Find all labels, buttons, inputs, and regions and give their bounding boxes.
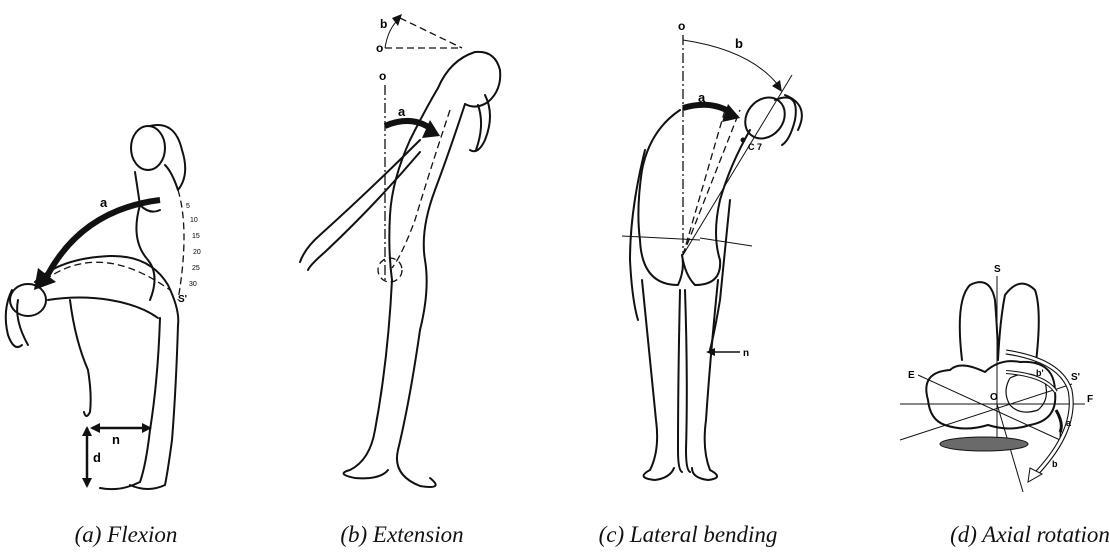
legs-outline (100, 318, 178, 489)
arc-arrow-b-prime (1006, 372, 1056, 392)
svg-text:20: 20 (193, 249, 201, 256)
spine-dashed (392, 110, 450, 268)
caption-extension: (b) Extension (340, 522, 463, 548)
label-o: o (678, 19, 685, 33)
label-n: n (112, 432, 120, 447)
label-c7: C 7 (748, 142, 762, 152)
svg-text:10: 10 (190, 217, 198, 224)
legs-outline (642, 280, 718, 480)
bent-back-outline (35, 256, 178, 325)
distance-d-arrowtail (82, 426, 92, 436)
axial-rotation-figure: S F S' E E' O b b' a (860, 0, 1110, 510)
angle-scale-ticks: 510 15 20 25 30 (186, 203, 201, 288)
panel-axial-rotation: S F S' E E' O b b' a (d) Axial rotation (860, 0, 1110, 558)
extended-back-outline (420, 104, 465, 330)
legs-top-view (960, 282, 1039, 362)
hanging-arm (70, 300, 91, 416)
legs-outline (344, 280, 436, 487)
extension-figure: o b o a (280, 0, 550, 510)
label-a: a (698, 90, 706, 105)
bent-head-outline (737, 90, 802, 147)
label-f: F (1087, 394, 1093, 405)
arc-arrow-a (1056, 410, 1061, 432)
arc-arrow-b (683, 40, 778, 85)
arc-arrow-a (683, 105, 730, 112)
svg-text:25: 25 (192, 265, 200, 272)
label-b: b (735, 36, 743, 51)
label-b: b (1052, 459, 1058, 469)
label-a: a (100, 195, 108, 210)
label-s1: S' (178, 294, 187, 305)
distance-d-arrowhead (82, 478, 92, 488)
angle-scale (178, 190, 184, 300)
hanging-head-outline (6, 284, 46, 347)
extended-head-outline (438, 52, 500, 151)
arc-arrow-a (45, 200, 160, 280)
label-d: d (93, 450, 101, 465)
head-angle-diagonal (400, 18, 462, 48)
caption-flexion: (a) Flexion (75, 522, 178, 548)
standing-torso-outline (136, 205, 154, 300)
svg-text:30: 30 (189, 281, 197, 288)
svg-text:15: 15 (192, 233, 200, 240)
label-b: b (380, 17, 387, 31)
arc-arrow-a (385, 121, 430, 128)
label-a: a (398, 104, 406, 119)
label-o: O (990, 392, 998, 403)
e-axis (918, 375, 1060, 440)
panel-lateral-bending: o b a C 7 n (c) (560, 0, 860, 558)
caption-axial-rotation: (d) Axial rotation (950, 522, 1110, 548)
dashed-axis-1 (683, 110, 740, 255)
label-s1: S' (1071, 372, 1080, 383)
label-b1: b' (1036, 368, 1044, 378)
arc-arrow-b-head (772, 80, 782, 92)
label-s: S (994, 264, 1001, 275)
label-o-lower: o (379, 69, 386, 83)
bent-front-outline (48, 298, 158, 319)
label-n: n (743, 348, 749, 359)
lateral-bending-figure: o b a C 7 n (560, 0, 860, 510)
svg-text:5: 5 (186, 203, 190, 210)
c7-marker (741, 138, 746, 143)
torso-right-outline (716, 130, 750, 260)
distance-n-arrowtail (90, 423, 100, 433)
label-o-upper: o (376, 41, 383, 55)
label-e: E (908, 370, 915, 381)
shadow-top-view (940, 437, 1028, 451)
extended-front-outline (389, 88, 438, 280)
panel-extension: o b o a (b) Extension (280, 0, 550, 558)
torso-left-outline (638, 110, 680, 240)
dashed-axis-2 (683, 110, 725, 255)
flexion-figure: 510 15 20 25 30 a n d S' (0, 0, 280, 510)
buttocks-outline (640, 240, 720, 285)
caption-lateral-bending: (c) Lateral bending (599, 522, 778, 548)
